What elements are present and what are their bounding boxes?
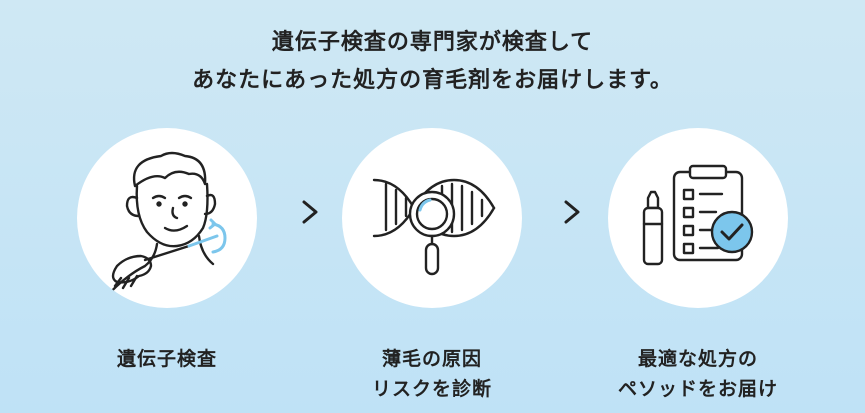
step-diagnosis: 薄毛の原因 リスクを診断 <box>332 128 532 404</box>
step-1-label-line-1: 遺伝子検査 <box>116 348 217 370</box>
step-3-label-line-1: 最適な処方の <box>637 348 758 370</box>
step-2-label: 薄毛の原因 リスクを診断 <box>332 344 532 404</box>
headline: 遺伝子検査の専門家が検査して あなたにあった処方の育毛剤をお届けします。 <box>0 24 865 100</box>
step-genetic-test: 遺伝子検査 <box>67 128 267 374</box>
step-3-label: 最適な処方の ペソッドをお届け <box>598 344 798 404</box>
step-2-circle <box>342 128 522 308</box>
person-swab-icon <box>103 151 227 300</box>
dna-magnifier-icon <box>372 178 496 276</box>
step-2-label-line-1: 薄毛の原因 <box>381 348 482 370</box>
step-1-label: 遺伝子検査 <box>67 344 267 374</box>
step-delivery: 最適な処方の ペソッドをお届け <box>598 128 798 404</box>
step-3-label-line-2: ペソッドをお届け <box>617 378 778 400</box>
step-2-label-line-2: リスクを診断 <box>371 378 492 400</box>
bottle-checklist-icon <box>642 164 754 266</box>
headline-line-2: あなたにあった処方の育毛剤をお届けします。 <box>192 68 673 93</box>
chevron-right-icon <box>560 198 584 226</box>
step-3-circle <box>608 128 788 308</box>
headline-line-1: 遺伝子検査の専門家が検査して <box>271 30 594 55</box>
step-1-circle <box>77 128 257 308</box>
chevron-right-icon <box>298 198 322 226</box>
